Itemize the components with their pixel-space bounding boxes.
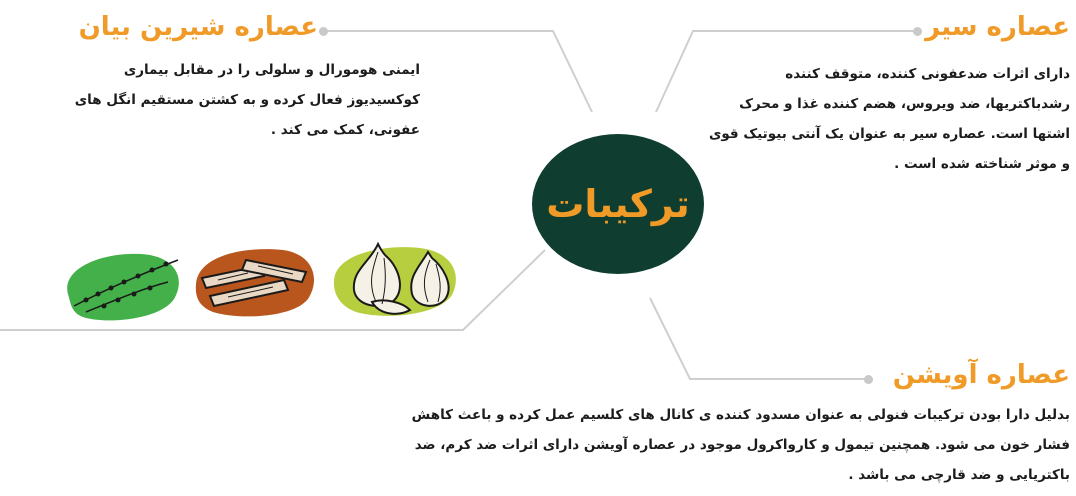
garlic-illustration (333, 241, 456, 316)
thyme-text: بدلیل دارا بودن ترکیبات فنولی به عنوان م… (411, 407, 1070, 483)
garlic-title: عصاره سیر (925, 12, 1070, 42)
sweet-root-text: ایمنی هومورال و سلولی را در مقابل بیماری… (74, 62, 420, 138)
center-circle: ترکیبات (532, 134, 704, 274)
licorice-root-illustration (195, 249, 315, 317)
connector-dot-sweet-root (319, 27, 328, 36)
connector-illustrations (0, 249, 546, 331)
connector-thyme (649, 297, 868, 380)
connector-dot-thyme (864, 375, 873, 384)
center-label: ترکیبات (546, 182, 690, 226)
connector-sweet-root (325, 30, 593, 113)
thyme-title: عصاره آویشن (892, 360, 1070, 390)
connector-dot-garlic (913, 27, 922, 36)
garlic-text: دارای اثرات ضدعفونی کننده، متوقف کننده ر… (708, 66, 1070, 172)
thyme-illustration (67, 253, 179, 321)
sweet-root-title: عصاره شیرین بیان (78, 12, 318, 42)
connector-garlic (655, 30, 918, 113)
